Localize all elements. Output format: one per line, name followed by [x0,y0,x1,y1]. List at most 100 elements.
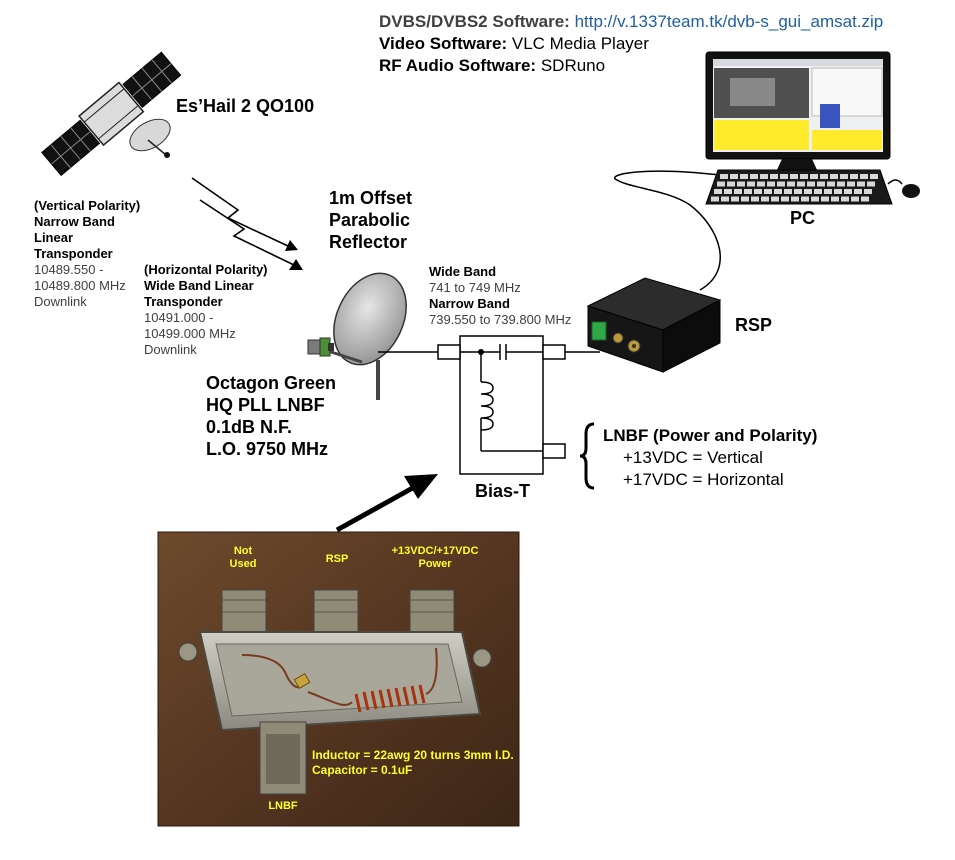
keyboard-key [847,181,855,187]
keyboard-key [827,181,835,187]
keyboard-key [791,196,799,202]
photo-not-used-line2: Used [229,558,257,570]
photo-power-label: +13VDC/+17VDC Power [380,545,490,571]
nb-line4: Transponder [34,246,113,261]
keyboard-key [747,181,755,187]
keyboard-key [800,174,808,179]
keyboard-key [837,181,845,187]
keyboard-key [757,181,765,187]
usb-cable [614,170,721,291]
reflector-line3: Reflector [329,232,408,252]
wb-freq2: 10499.000 MHz [144,326,236,341]
photo-power-line1: +13VDC/+17VDC [391,545,479,557]
keyboard-key [737,181,745,187]
dvbs-software-link[interactable]: http://v.1337team.tk/dvb-s_gui_amsat.zip [574,12,884,31]
keyboard-key [807,181,815,187]
keyboard-key [721,196,729,202]
photo-rsp-label: RSP [325,553,349,565]
nb-line3: Linear [34,230,74,245]
keyboard-key [760,174,768,179]
lnbf-label: Octagon Green HQ PLL LNBF 0.1dB N.F. L.O… [206,372,336,460]
signal-bolt-icon [191,177,303,270]
lnbf-power-block: LNBF (Power and Polarity) +13VDC = Verti… [603,425,817,491]
wide-band-transponder: (Horizontal Polarity) Wide Band Linear T… [144,262,268,358]
photo-power-line2: Power [418,558,452,570]
keyboard-key [864,189,872,194]
satellite-icon [41,51,182,177]
lnbf-line1: Octagon Green [206,373,337,393]
narrow-band-label: Narrow Band [429,296,510,311]
rf-software-line: RF Audio Software: SDRuno [379,55,605,77]
keyboard-key [790,174,798,179]
keyboard-key [857,181,865,187]
keyboard-key [724,189,732,194]
rsp-device-icon [586,277,722,373]
reflector-label: 1m Offset Parabolic Reflector [329,187,412,253]
keyboard-key [797,181,805,187]
pc-monitor-icon [705,51,891,172]
brace-icon [579,422,595,490]
keyboard-key [744,189,752,194]
narrow-band-value: 739.550 to 739.800 MHz [429,312,572,327]
keyboard-key [817,181,825,187]
keyboard-key [834,189,842,194]
nb-note: Downlink [34,294,87,309]
keyboard-key [784,189,792,194]
nb-freq1: 10489.550 - [34,262,104,277]
junction-dot [478,349,484,355]
keyboard-key [764,189,772,194]
video-software-value: VLC Media Player [511,34,649,53]
keyboard-key [734,189,742,194]
keyboard-key [861,196,869,202]
bias-t-label: Bias-T [475,481,531,501]
keyboard-key [771,196,779,202]
wide-band-value: 741 to 749 MHz [429,280,521,295]
keyboard-key [770,174,778,179]
reflector-line2: Parabolic [329,210,411,230]
keyboard-key [787,181,795,187]
wb-freq1: 10491.000 - [144,310,214,325]
keyboard-key [830,174,838,179]
keyboard-key [761,196,769,202]
keyboard-key [804,189,812,194]
if-bands: Wide Band 741 to 749 MHz Narrow Band 739… [429,264,571,328]
keyboard-key [714,189,722,194]
photo-not-used-label: Not Used [218,545,268,571]
wb-line1: (Horizontal Polarity) [144,262,268,277]
keyboard-key [720,174,728,179]
bias-t-schematic [437,335,566,475]
keyboard-key [711,196,719,202]
mouse-icon [887,179,920,198]
keyboard-key [821,196,829,202]
keyboard-key [840,174,848,179]
rsp-label: RSP [735,315,773,335]
dvbs-software-line: DVBS/DVBS2 Software: http://v.1337team.t… [379,11,883,33]
keyboard-key [850,174,858,179]
keyboard-key [851,196,859,202]
dish-icon [307,272,407,400]
wb-note: Downlink [144,342,197,357]
keyboard-key [867,181,875,187]
reflector-line1: 1m Offset [329,188,413,208]
keyboard-key [810,174,818,179]
lnbf-line4: L.O. 9750 MHz [206,439,329,459]
keyboard-key [781,196,789,202]
video-software-line: Video Software: VLC Media Player [379,33,649,55]
keyboard-key [730,174,738,179]
keyboard-key [754,189,762,194]
video-software-label: Video Software: [379,34,508,53]
wb-line2: Wide Band Linear [144,278,254,293]
keyboard-key [750,174,758,179]
keyboard-key [814,189,822,194]
keyboard-key [841,196,849,202]
photo-capacitor-note: Capacitor = 0.1uF [312,763,413,777]
keyboard-key [824,189,832,194]
keyboard-key [777,181,785,187]
keyboard-key [780,174,788,179]
pc-label: PC [790,208,816,228]
keyboard-key [820,174,828,179]
photo-not-used-line1: Not [233,545,253,557]
keyboard-key [740,174,748,179]
keyboard-key [727,181,735,187]
arrow-icon [335,474,438,533]
